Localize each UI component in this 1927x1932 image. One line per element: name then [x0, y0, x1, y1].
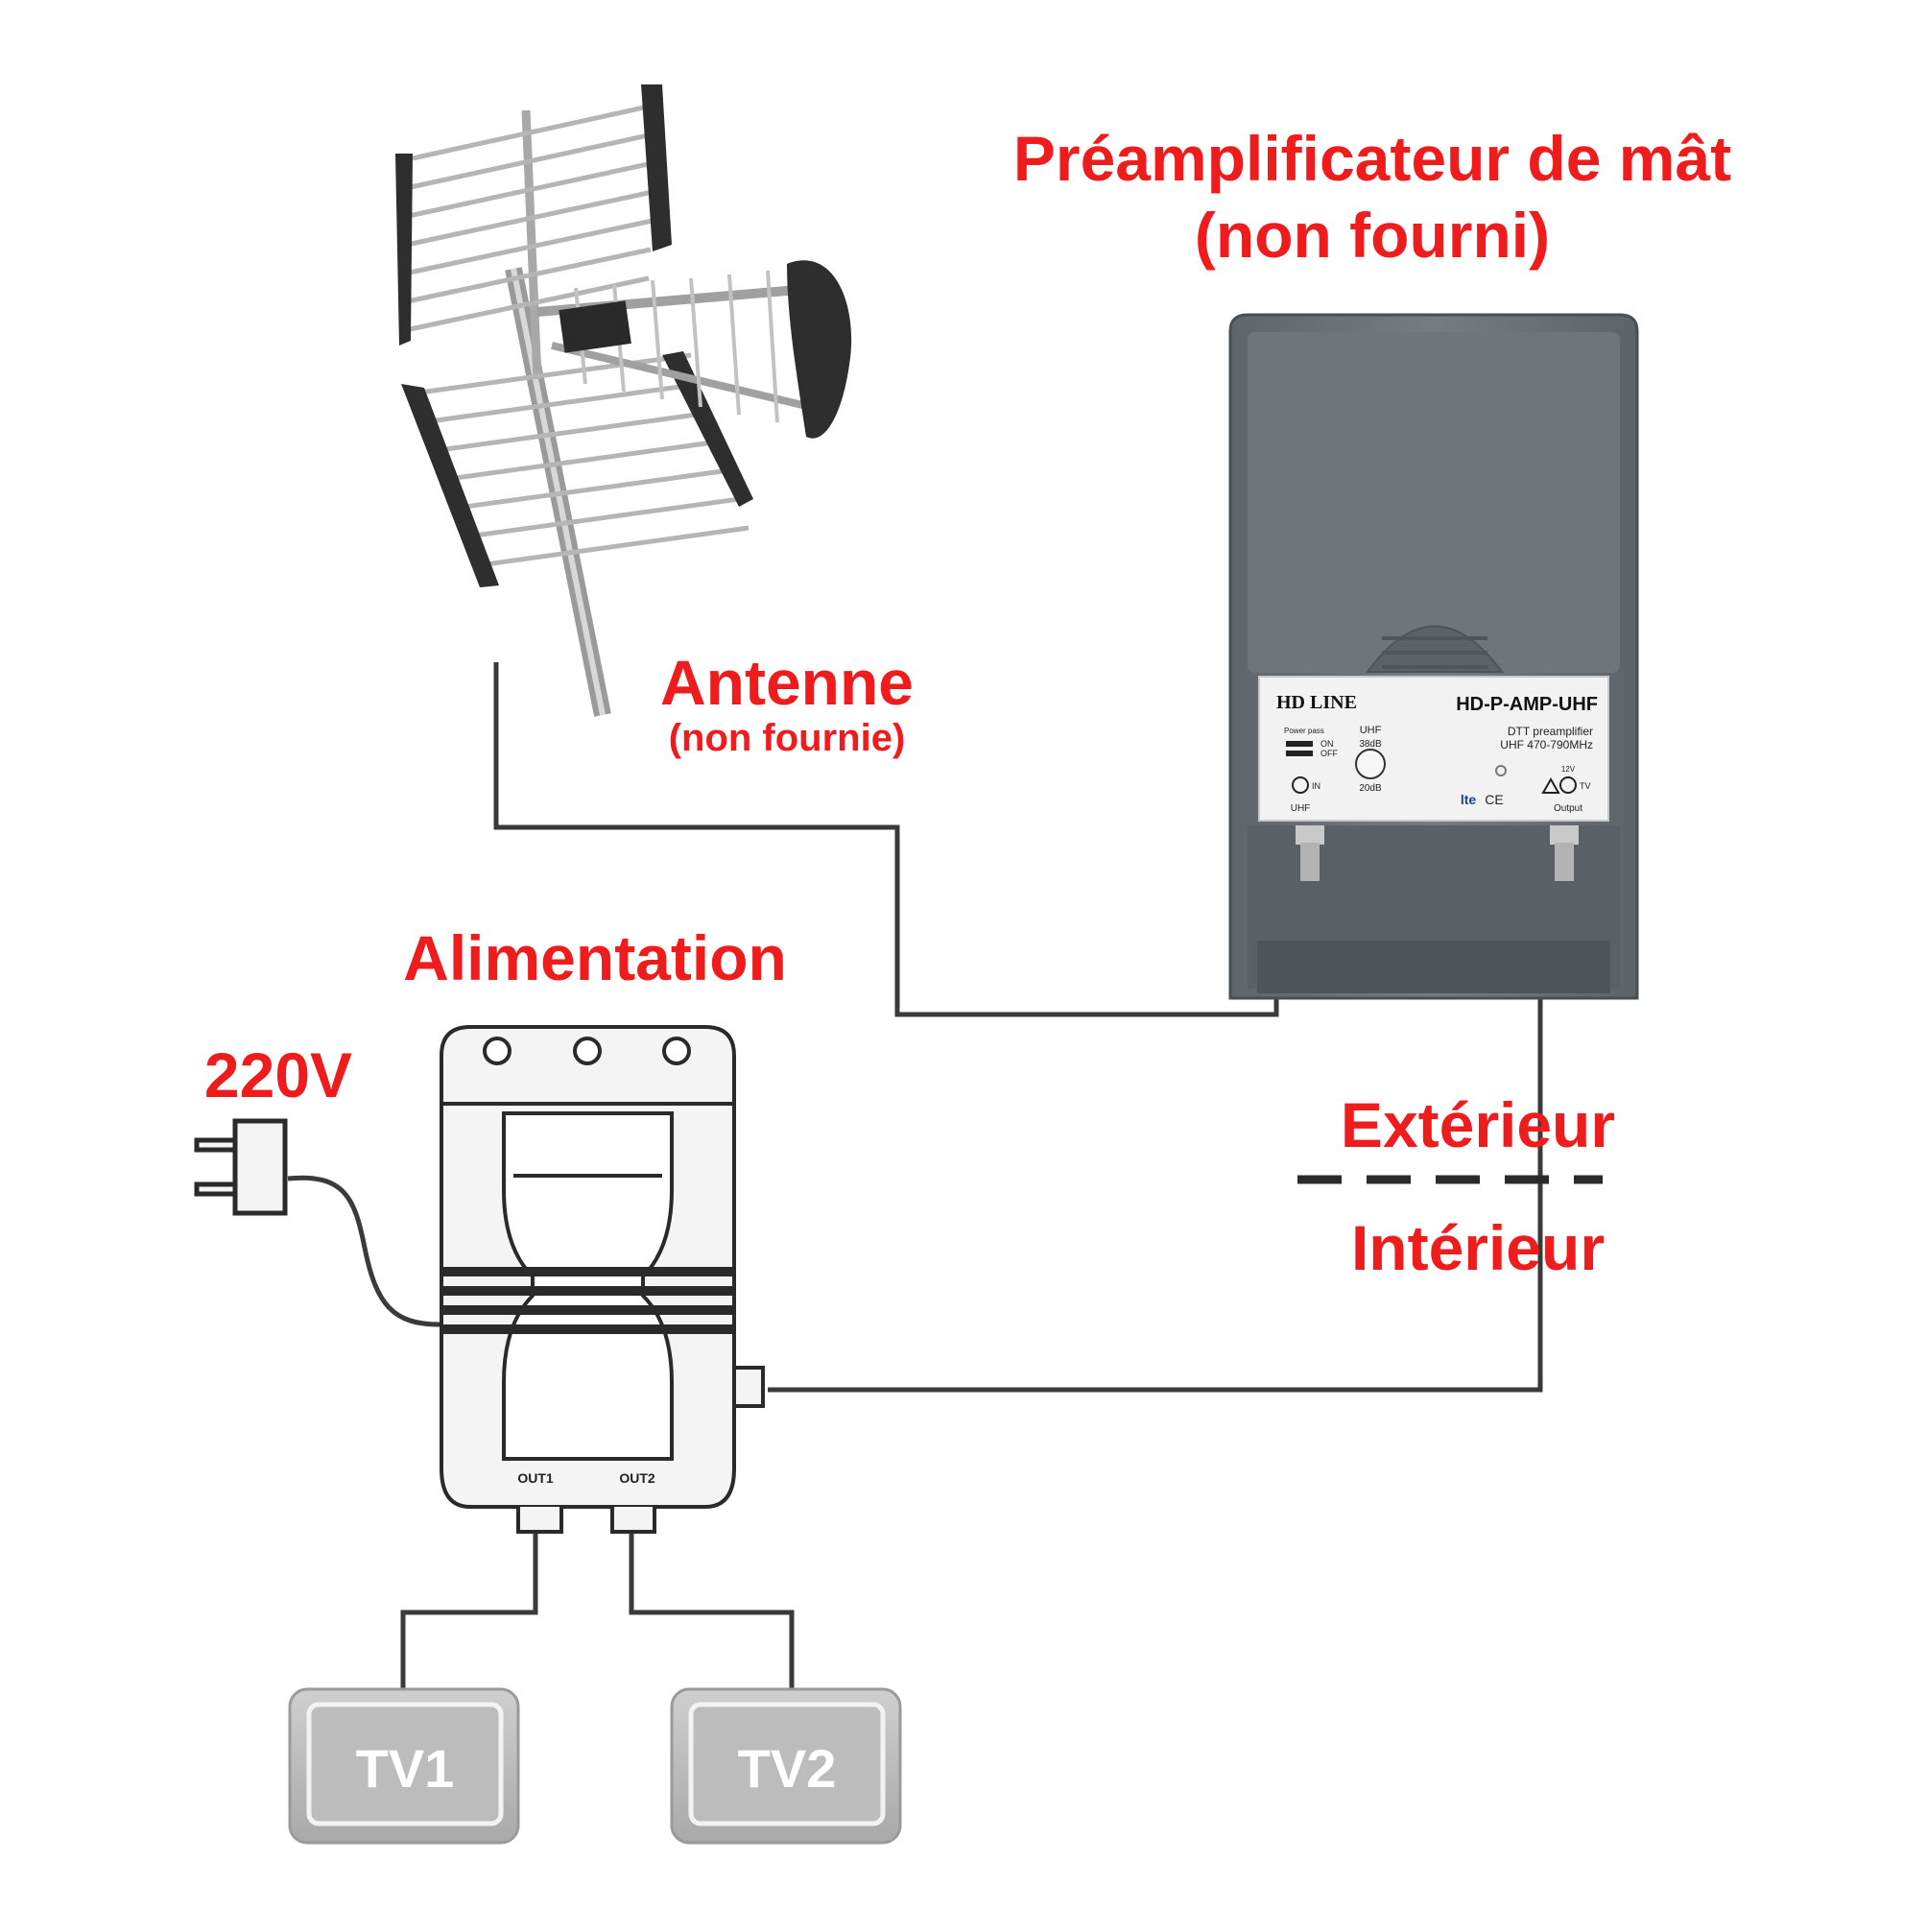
- antenna-title: Antenne: [660, 647, 914, 718]
- cable-out2-to-tv2: [629, 1528, 795, 1689]
- input-antenna-icon: [1292, 776, 1309, 794]
- preamp-title-line1: Préamplificateur de mât: [1012, 123, 1732, 194]
- power-out1-label: OUT1: [517, 1470, 554, 1486]
- tv1-label: TV1: [356, 1738, 455, 1799]
- cable-antenna-to-preamp: [493, 662, 1279, 1017]
- cable-preamp-to-power: [768, 998, 1543, 1393]
- switch-off-label: OFF: [1320, 749, 1338, 758]
- mains-plug-icon: [194, 1118, 288, 1216]
- power-out2-label: OUT2: [619, 1470, 655, 1486]
- preamp-model: HD-P-AMP-UHF: [1456, 694, 1598, 715]
- switch-on-label: ON: [1320, 739, 1334, 749]
- status-led-icon: [1495, 765, 1507, 776]
- preamp-title: Préamplificateur de mât (non fourni): [940, 120, 1804, 274]
- outdoor-label: Extérieur: [1340, 1089, 1616, 1160]
- ce-mark: CE: [1485, 792, 1503, 807]
- warning-triangle-icon: [1541, 776, 1560, 794]
- output-tv-label: TV: [1580, 781, 1591, 791]
- output-tv-icon: [1559, 776, 1577, 794]
- power-input-connector[interactable]: [732, 1366, 765, 1408]
- lte-logo: lte: [1461, 792, 1477, 807]
- antenna-subtitle: (non fournie): [668, 717, 906, 759]
- preamp-desc-line1: DTT preamplifier: [1508, 725, 1593, 738]
- gain-high-label: 38dB: [1359, 739, 1382, 750]
- voltage-label: 220V: [203, 1039, 353, 1110]
- output-voltage-label: 12V: [1561, 765, 1576, 774]
- preamp-desc-line2: UHF 470-790MHz: [1500, 738, 1593, 751]
- input-label: IN: [1312, 781, 1320, 791]
- tv1-screen: [288, 1687, 520, 1845]
- preamp-title-line2: (non fourni): [1194, 200, 1551, 271]
- tv2-label: TV2: [738, 1738, 837, 1799]
- gain-low-label: 20dB: [1359, 783, 1382, 794]
- cable-mains: [287, 1175, 440, 1327]
- preamp-brand: HD LINE: [1276, 692, 1357, 713]
- band-label: UHF: [1360, 725, 1382, 736]
- power-pass-label: Power pass: [1284, 727, 1324, 735]
- preamplifier-device: HD LINE HD-P-AMP-UHF DTT preamplifier UH…: [1228, 313, 1639, 1000]
- gain-knob[interactable]: [1355, 749, 1386, 779]
- preamp-input-connector[interactable]: [1296, 825, 1324, 881]
- cables: [287, 662, 1543, 1689]
- indoor-label: Intérieur: [1350, 1212, 1606, 1283]
- preamp-label-panel: [1258, 676, 1609, 822]
- preamp-output-connector[interactable]: [1550, 825, 1579, 881]
- output-label: Output: [1554, 803, 1582, 814]
- power-supply-title: Alimentation: [403, 922, 787, 993]
- antenna-title-block: Antenne (non fournie): [633, 648, 940, 759]
- cable-out1-to-tv1: [400, 1528, 538, 1689]
- antenna-illustration: [395, 84, 852, 717]
- input-band-label: UHF: [1291, 803, 1311, 814]
- tv2-screen: [670, 1687, 902, 1845]
- power-supply-device: [440, 1025, 765, 1534]
